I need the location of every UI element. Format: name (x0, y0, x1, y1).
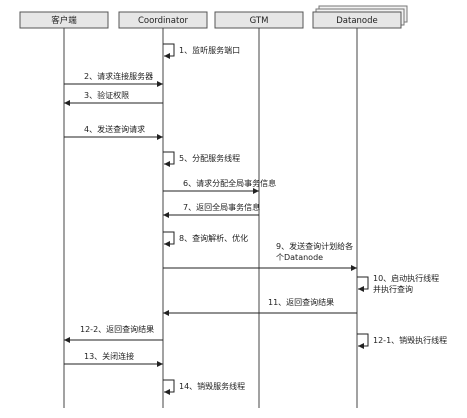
message-arrow-m1 (163, 43, 175, 59)
lifeline-coord: Coordinator (118, 11, 208, 408)
message-m5: 5、分配服务线程 (163, 151, 240, 167)
message-m12b: 12-2、返回查询结果 (64, 324, 163, 343)
message-m10: 10、启动执行线程并执行查询 (357, 273, 439, 294)
message-label-m1: 1、监听服务端口 (179, 45, 240, 55)
lifeline-label-client: 客户端 (51, 15, 77, 26)
message-label-m4: 4、发送查询请求 (84, 124, 145, 134)
message-label-m7: 7、返回全局事务信息 (183, 202, 260, 212)
message-label-line-m9-1: 个Datanode (276, 253, 323, 262)
message-m4: 4、发送查询请求 (64, 124, 163, 140)
message-label-line-m10-1: 并执行查询 (373, 284, 413, 294)
message-m7: 7、返回全局事务信息 (163, 202, 260, 218)
message-label-m10: 10、启动执行线程并执行查询 (373, 273, 439, 294)
message-label-line-m9-0: 9、发送查询计划给各 (276, 241, 353, 251)
message-m14: 14、销毁服务线程 (163, 379, 245, 395)
message-m13: 13、关闭连接 (64, 351, 163, 367)
message-label-m12a: 12-1、销毁执行线程 (373, 335, 447, 345)
message-label-line-m10-0: 10、启动执行线程 (373, 273, 439, 283)
message-label-m13: 13、关闭连接 (84, 351, 134, 361)
message-m1: 1、监听服务端口 (163, 43, 240, 59)
lifeline-dn: Datanode (312, 5, 408, 408)
message-label-m8: 8、查询解析、优化 (179, 233, 248, 243)
message-label-m11: 11、返回查询结果 (268, 297, 334, 307)
message-label-m9: 9、发送查询计划给各个Datanode (276, 241, 353, 262)
lifeline-label-dn: Datanode (336, 16, 378, 26)
message-arrow-m10 (357, 276, 369, 292)
message-m2: 2、请求连接服务器 (64, 71, 163, 87)
message-label-m6: 6、请求分配全局事务信息 (183, 178, 276, 188)
message-label-m3: 3、验证权限 (84, 90, 129, 100)
message-m9: 9、发送查询计划给各个Datanode (163, 241, 357, 271)
message-m6: 6、请求分配全局事务信息 (163, 178, 276, 194)
message-arrow-m5 (163, 151, 175, 167)
message-arrow-m14 (163, 379, 175, 395)
lifeline-label-coord: Coordinator (138, 16, 189, 26)
message-m3: 3、验证权限 (64, 90, 163, 106)
lifeline-gtm: GTM (214, 11, 304, 408)
message-arrow-m8 (163, 231, 175, 247)
lifeline-client: 客户端 (19, 11, 109, 408)
message-label-m2: 2、请求连接服务器 (84, 71, 153, 81)
message-label-m14: 14、销毁服务线程 (179, 381, 245, 391)
message-label-m5: 5、分配服务线程 (179, 153, 240, 163)
message-m12a: 12-1、销毁执行线程 (357, 333, 447, 349)
message-m8: 8、查询解析、优化 (163, 231, 248, 247)
message-label-m12b: 12-2、返回查询结果 (80, 324, 154, 334)
message-arrow-m12a (357, 333, 369, 349)
message-m11: 11、返回查询结果 (163, 297, 357, 316)
lifeline-label-gtm: GTM (250, 16, 269, 26)
